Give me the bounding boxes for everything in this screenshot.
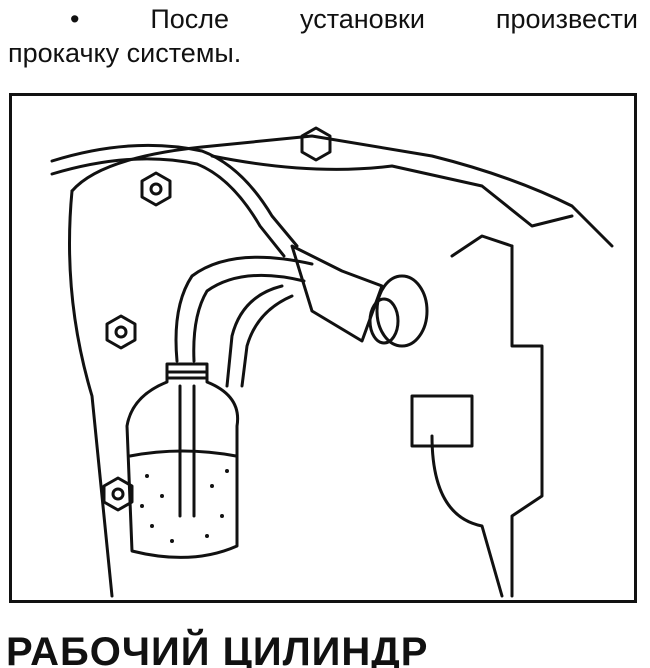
- bullet: •: [70, 4, 80, 34]
- section-heading: РАБОЧИЙ ЦИЛИНДР: [6, 630, 429, 668]
- paragraph-line-1: • После установки произвести: [70, 4, 638, 34]
- illustration-frame: [9, 93, 637, 603]
- bolt-icon: [140, 171, 172, 207]
- bottle-icon: [125, 362, 240, 559]
- bleeding-illustration-icon: [50, 126, 614, 598]
- instruction-paragraph: • После установки произвести прокачку си…: [8, 2, 638, 70]
- paragraph-line-2: прокачку системы.: [8, 38, 242, 68]
